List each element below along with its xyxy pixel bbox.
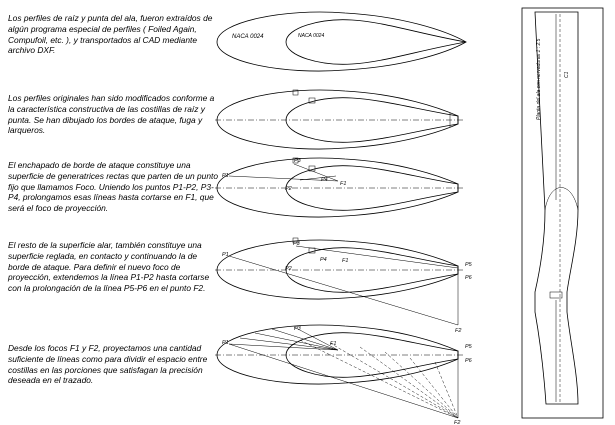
leading-edge-ruled-line bbox=[295, 245, 459, 269]
planform-frame bbox=[521, 7, 604, 419]
point-p1-label: P1 bbox=[222, 173, 229, 179]
line-p1-p2-extended bbox=[228, 255, 459, 326]
description-paragraph-4: El resto de la superficie alar, también … bbox=[8, 240, 210, 294]
root-profile-3 bbox=[216, 157, 459, 218]
point-p2-label: P2 bbox=[285, 266, 292, 272]
point-p3-label: P3 bbox=[294, 158, 302, 164]
spar-tip-3 bbox=[308, 165, 316, 172]
root-profile-4 bbox=[216, 239, 459, 300]
focus-f2-label: F2 bbox=[455, 328, 461, 334]
planform-caption: Planta del ala con nervaduras 1 : 2.5 bbox=[536, 38, 542, 120]
construction-line-3 bbox=[299, 175, 337, 181]
line-p1-p2 bbox=[228, 175, 339, 182]
diagram-focus-f2: P1 P2 P3 P4 F1 P5 P6 F2 bbox=[215, 237, 473, 334]
planform-outline bbox=[534, 11, 579, 405]
tip-profile-label: NACA 0024 bbox=[298, 33, 324, 39]
description-paragraph-1: Los perfiles de raíz y punta del ala, fu… bbox=[8, 13, 213, 56]
projection-lines-f2 bbox=[228, 339, 459, 419]
point-p4-label: P4 bbox=[321, 177, 328, 183]
description-paragraph-3: El enchapado de borde de ataque constitu… bbox=[8, 160, 218, 214]
point-p2-label: P2 bbox=[285, 186, 292, 192]
focus-f2-label: F2 bbox=[454, 420, 460, 425]
description-paragraph-2: Los perfiles originales han sido modific… bbox=[8, 93, 215, 136]
focus-f1-label: F1 bbox=[340, 181, 346, 187]
point-p6-label: P6 bbox=[465, 275, 473, 281]
description-paragraph-5: Desde los focos F1 y F2, proyectamos una… bbox=[8, 343, 208, 386]
root-profile-1 bbox=[216, 11, 467, 72]
spar-tip-2 bbox=[308, 97, 316, 104]
root-profile-5 bbox=[216, 324, 459, 385]
root-profile-label: NACA 0024 bbox=[232, 34, 264, 40]
projection-lines-f1 bbox=[228, 326, 339, 351]
focus-f1-label: F1 bbox=[342, 258, 348, 264]
root-profile-2 bbox=[216, 89, 459, 150]
spar-root-4 bbox=[292, 237, 299, 244]
wing-planform: C1 Planta del ala con nervaduras 1 : 2.5 bbox=[521, 7, 604, 419]
point-p1-label: P1 bbox=[222, 340, 229, 346]
spar-root-2 bbox=[292, 89, 299, 96]
point-p5-label: P5 bbox=[465, 262, 473, 268]
planform-marker: C1 bbox=[564, 71, 570, 78]
point-p4-label: P4 bbox=[320, 257, 327, 263]
tip-profile-1 bbox=[285, 19, 467, 65]
point-p3-label: P3 bbox=[293, 241, 301, 247]
diagram-original-profiles: NACA 0024 NACA 0024 bbox=[216, 11, 467, 72]
point-p3-label: P3 bbox=[294, 326, 302, 332]
point-p6-label: P6 bbox=[465, 358, 473, 364]
planform-root-rib bbox=[544, 187, 579, 211]
point-p5-label: P5 bbox=[465, 344, 473, 350]
planform-joiner bbox=[549, 291, 563, 299]
spar-root-3 bbox=[292, 157, 299, 164]
focus-f1-label: F1 bbox=[330, 341, 336, 347]
line-p3-p4 bbox=[293, 163, 339, 182]
diagram-modified-profiles bbox=[215, 89, 463, 150]
point-p1-label: P1 bbox=[222, 252, 229, 258]
diagram-focus-f1: P1 P2 P3 P4 F1 bbox=[215, 157, 463, 218]
diagram-projection: P1 P3 F1 P5 P6 F2 bbox=[215, 324, 473, 425]
